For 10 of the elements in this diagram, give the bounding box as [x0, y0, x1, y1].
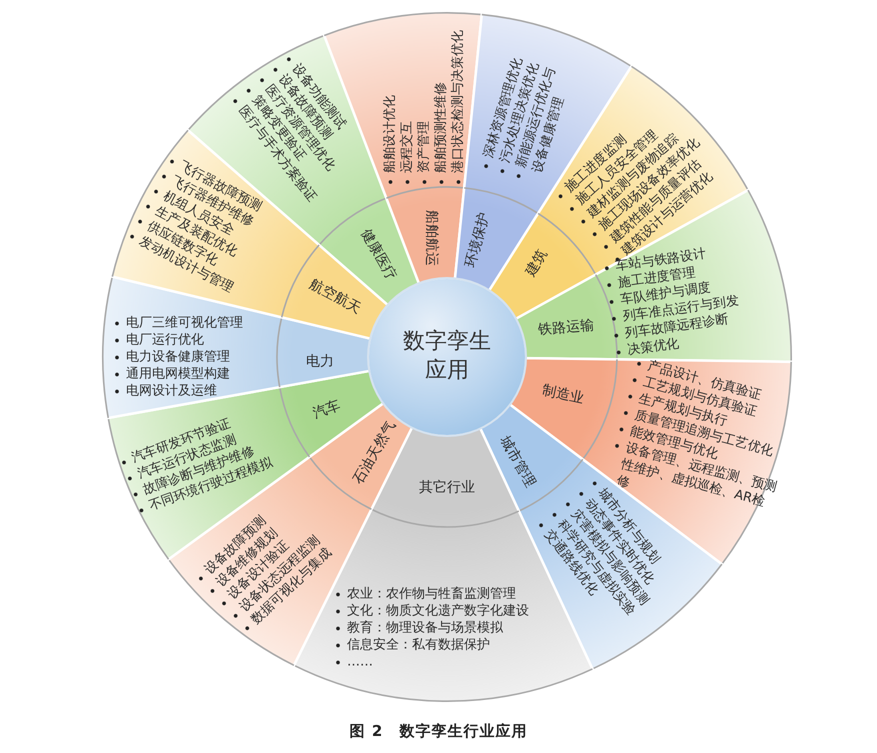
sector-label: 汽车	[310, 397, 344, 423]
figure-caption: 图 2 数字孪生行业应用	[350, 722, 528, 740]
sector-label: 船舶航运	[422, 210, 440, 266]
sector-label: 铁路运输	[537, 317, 595, 339]
sector-label: 其它行业	[419, 480, 475, 496]
sector-label: 电力	[306, 354, 334, 370]
sector-label: 城市管理	[496, 434, 538, 490]
sector-label: 环境保护	[462, 210, 494, 270]
sector-label: 制造业	[540, 382, 586, 408]
sector-label: 建筑	[522, 246, 552, 280]
